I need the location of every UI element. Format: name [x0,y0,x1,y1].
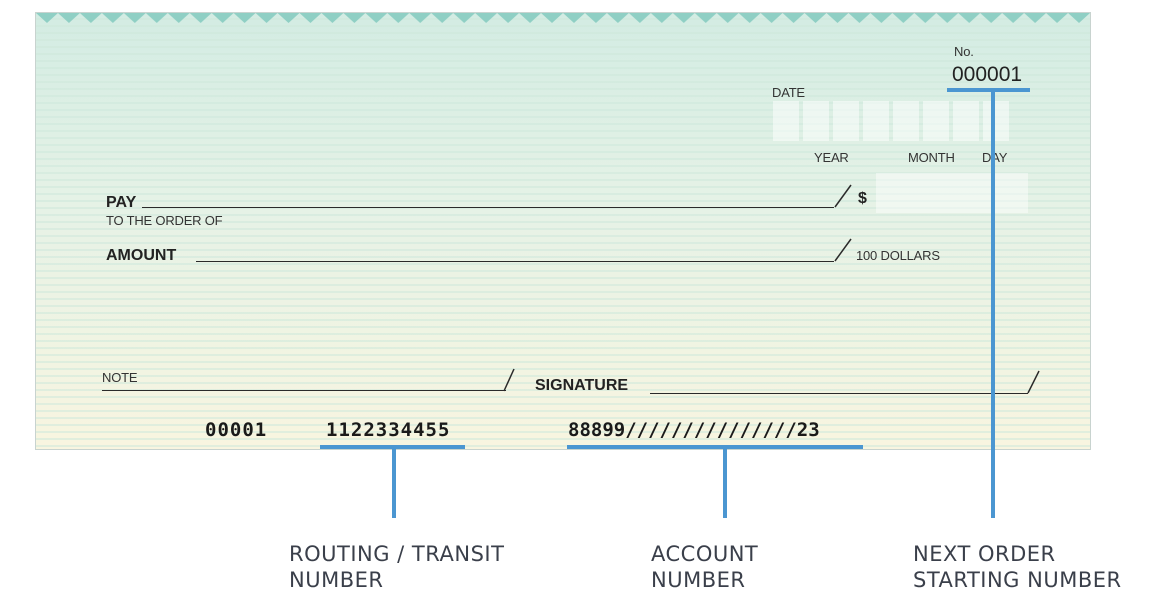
routing-connector [392,447,396,518]
note-label: NOTE [102,370,138,385]
date-boxes [773,101,1009,141]
amount-box [876,173,1028,213]
amount-label: AMOUNT [106,247,177,264]
payee-line-end [834,184,852,208]
next-number-callout-line2: STARTING NUMBER [913,568,1122,592]
note-line [102,390,506,391]
next-number-callout: NEXT ORDER STARTING NUMBER [913,541,1122,593]
date-box [773,101,799,141]
signature-label: SIGNATURE [535,377,629,394]
account-callout: ACCOUNT NUMBER [651,541,758,593]
routing-callout-line2: NUMBER [289,568,384,592]
micr-routing-number: 1122334455 [326,419,451,441]
payee-line [142,207,834,208]
next-number-callout-line1: NEXT ORDER [913,542,1056,566]
amount-line-end [834,238,852,262]
check: No. 000001 DATE YEAR MONTH DAY PAY TO TH… [35,12,1091,450]
month-label: MONTH [908,150,955,165]
date-box [803,101,829,141]
date-box [833,101,859,141]
date-box [863,101,889,141]
check-number-highlight [947,88,1030,92]
check-number-label: No. [954,44,974,59]
micr-account-number: 88899///////////////23 [568,419,820,441]
order-of-label: TO THE ORDER OF [106,213,223,228]
account-highlight [567,445,863,449]
dollars-label: 100 DOLLARS [856,248,940,263]
micr-check-number: 00001 [205,419,268,441]
check-number-connector [991,90,995,518]
zigzag-border [36,13,1090,25]
date-box [953,101,979,141]
signature-line-end [1027,370,1040,394]
dollar-sign: $ [858,190,867,207]
pay-label: PAY [106,194,137,211]
signature-line [650,393,1028,394]
date-box [923,101,949,141]
check-number-value: 000001 [952,63,1023,86]
note-line-end [503,368,515,392]
routing-callout: ROUTING / TRANSIT NUMBER [289,541,504,593]
routing-callout-line1: ROUTING / TRANSIT [289,542,505,566]
account-callout-line1: ACCOUNT [651,542,759,566]
date-label: DATE [772,85,805,100]
date-box [983,101,1009,141]
date-box [893,101,919,141]
account-connector [723,447,727,518]
amount-line [196,261,834,262]
account-callout-line2: NUMBER [651,568,746,592]
year-label: YEAR [814,150,849,165]
